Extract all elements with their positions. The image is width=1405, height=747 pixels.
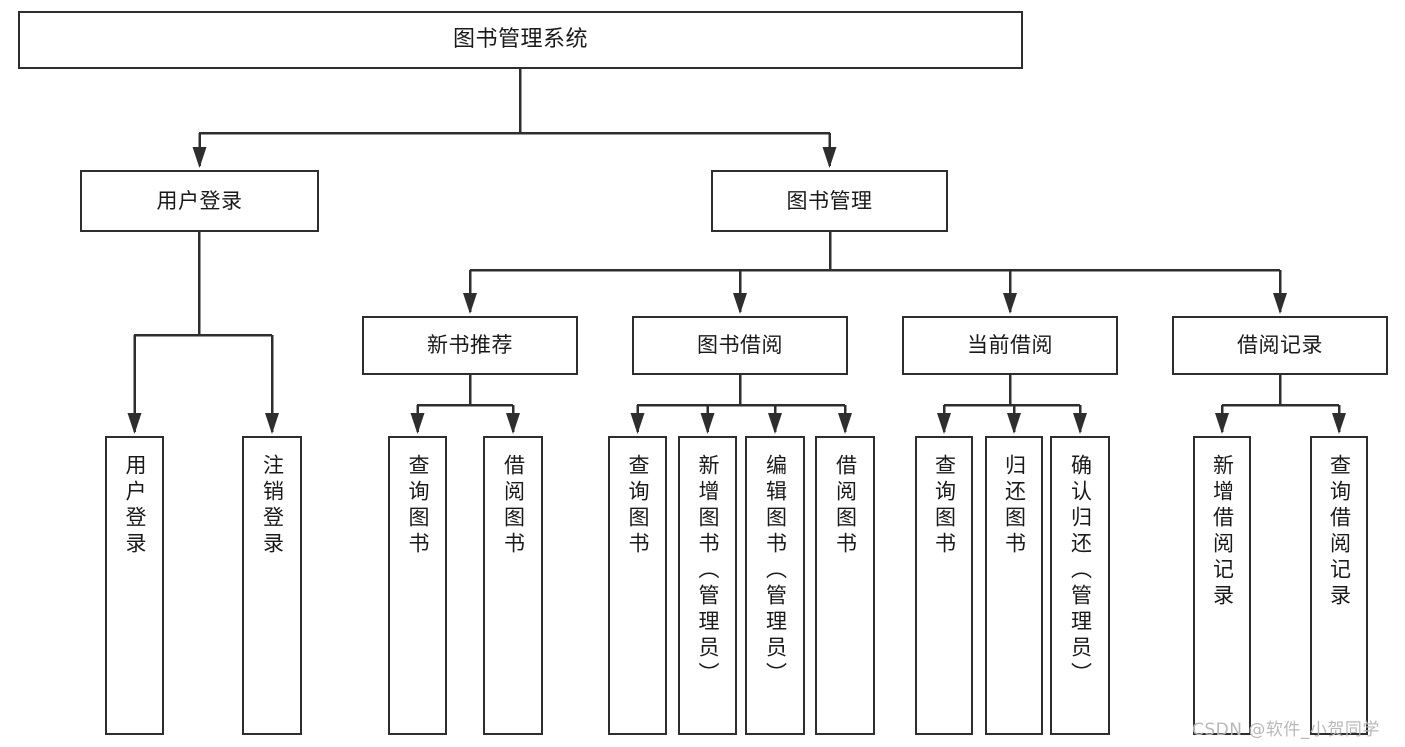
node-label: 用户登录 <box>156 188 243 213</box>
node-leaf-query-book-3[interactable]: 查询图书 <box>915 436 973 735</box>
node-label: 图书管理 <box>786 188 873 213</box>
node-leaf-confirm-return[interactable]: 确认归还（管理员） <box>1050 436 1110 735</box>
node-borrow-record[interactable]: 借阅记录 <box>1172 316 1388 375</box>
node-current-borrow[interactable]: 当前借阅 <box>902 316 1118 375</box>
node-label: 借阅图书 <box>833 454 858 558</box>
node-leaf-return-book[interactable]: 归还图书 <box>985 436 1043 735</box>
node-label: 新增图书（管理员） <box>696 454 720 688</box>
node-book-manage[interactable]: 图书管理 <box>711 170 948 232</box>
node-label: 图书借阅 <box>697 333 783 358</box>
node-leaf-logout[interactable]: 注销登录 <box>242 436 302 735</box>
node-label: 归还图书 <box>1002 454 1027 558</box>
node-label: 注销登录 <box>260 454 285 558</box>
node-leaf-borrow-book-1[interactable]: 借阅图书 <box>483 436 543 735</box>
node-root[interactable]: 图书管理系统 <box>18 11 1023 69</box>
watermark-label: CSDN @软件_小贺同学 <box>1192 720 1380 740</box>
node-label: 新书推荐 <box>427 333 513 358</box>
node-leaf-user-login[interactable]: 用户登录 <box>105 436 164 735</box>
node-new-book-recommend[interactable]: 新书推荐 <box>362 316 578 375</box>
node-leaf-edit-book[interactable]: 编辑图书（管理员） <box>745 436 805 735</box>
node-leaf-query-book-2[interactable]: 查询图书 <box>608 436 667 735</box>
node-leaf-add-book[interactable]: 新增图书（管理员） <box>678 436 737 735</box>
node-label: 查询图书 <box>406 454 430 558</box>
node-label: 借阅图书 <box>501 454 526 558</box>
node-leaf-add-record[interactable]: 新增借阅记录 <box>1193 436 1251 735</box>
node-label: 查询图书 <box>626 454 650 558</box>
node-label: 借阅记录 <box>1237 333 1323 358</box>
node-user-login[interactable]: 用户登录 <box>80 170 319 232</box>
node-leaf-query-record[interactable]: 查询借阅记录 <box>1310 436 1368 735</box>
node-book-borrow[interactable]: 图书借阅 <box>632 316 848 375</box>
node-label: 确认归还（管理员） <box>1068 454 1093 688</box>
node-label: 新增借阅记录 <box>1210 454 1235 610</box>
node-label: 用户登录 <box>123 454 147 558</box>
node-label: 当前借阅 <box>967 333 1053 358</box>
node-leaf-borrow-book-2[interactable]: 借阅图书 <box>815 436 875 735</box>
node-label: 图书管理系统 <box>452 27 588 53</box>
node-label: 查询图书 <box>932 454 957 558</box>
node-leaf-query-book-1[interactable]: 查询图书 <box>388 436 447 735</box>
node-label: 查询借阅记录 <box>1327 454 1352 610</box>
node-label: 编辑图书（管理员） <box>763 454 788 688</box>
